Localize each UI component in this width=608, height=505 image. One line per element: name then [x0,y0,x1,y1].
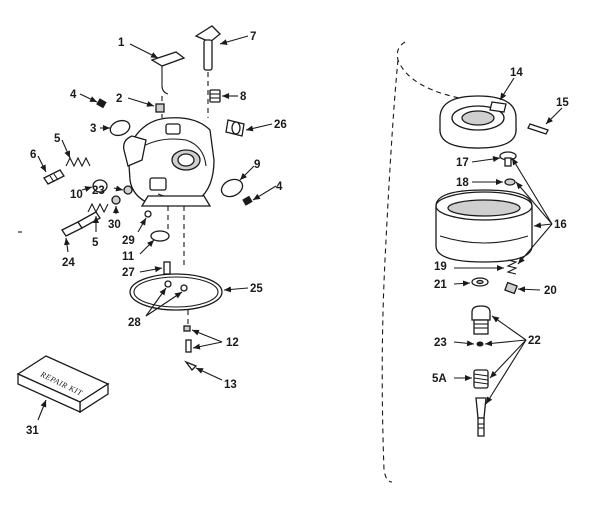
callout-23-right: 23 [434,337,447,349]
callout-5a: 5A [432,373,447,385]
callout-24: 24 [62,257,75,269]
callout-14: 14 [510,67,523,79]
callout-28: 28 [128,317,141,329]
part-30-fitting [111,195,121,205]
callout-6: 6 [30,149,36,161]
part-28-hole-a [164,280,172,288]
part-13-clip [184,360,198,371]
part-15-pin [527,123,549,135]
callout-29: 29 [122,235,135,247]
callout-2: 2 [116,93,122,105]
callout-4-top: 4 [70,89,77,101]
callout-27: 27 [122,267,135,279]
assembly-boundary [381,41,471,483]
callout-3: 3 [90,123,96,135]
callout-23-left: 23 [92,185,105,197]
callout-19: 19 [434,261,447,273]
callout-11: 11 [122,251,135,263]
part-12-pin-a [183,325,191,332]
callout-4-right: 4 [276,181,283,193]
part-23-ring [476,341,484,347]
part-5-spring-lower [87,202,109,214]
part-5-spring-upper [65,156,91,168]
part-25-gasket [129,273,223,311]
callout-12: 12 [226,337,239,349]
part-22-fitting [471,305,491,335]
callout-labels: 1 2 3 4 4 5 5 6 7 8 9 10 11 12 13 14 15 … [26,31,569,437]
callout-25: 25 [250,283,263,295]
carburetor-base [140,195,212,268]
repair-kit-box: REPAIR KIT [16,355,110,414]
callout-16: 16 [554,219,567,231]
callout-22: 22 [528,335,541,347]
part-26-fitting [225,119,245,137]
part-4-screw-right [242,195,253,206]
callout-8: 8 [240,91,247,103]
part-14-bowl-cover [439,95,517,149]
part-23-fitting [123,185,133,195]
callout-30: 30 [108,219,121,231]
callout-10: 10 [70,189,83,201]
callout-9: 9 [254,159,260,171]
part-27-pin [163,261,171,275]
callout-5-lower: 5 [92,237,99,249]
callout-17: 17 [456,157,469,169]
part-5a-spring [473,369,489,389]
callout-20: 20 [544,285,557,297]
callout-26: 26 [274,119,287,131]
part-19-spring [506,259,518,275]
callout-5-upper: 5 [54,133,61,145]
callout-21: 21 [434,279,447,291]
part-3-washer [109,119,131,137]
part-7-lever [194,25,221,118]
part-17-cap [499,151,517,167]
part-16-float-bowl [435,189,533,263]
callout-1: 1 [118,37,125,49]
part-11-disc [150,230,170,242]
leader-lines [37,35,563,421]
callout-31: 31 [26,425,39,437]
part-6-screw [43,169,65,185]
callout-15: 15 [556,97,569,109]
part-24-needle [61,211,101,237]
part-4-screw-top [96,98,107,109]
part-28-hole-b [180,284,188,292]
part-9-disc [220,178,244,198]
part-2-screw [155,103,165,113]
part-8-plug [209,89,221,103]
callout-7: 7 [250,31,256,43]
callout-18: 18 [456,177,469,189]
part-18-washer [504,178,516,186]
part-10-disc [92,179,108,193]
part-12-pin-b [185,339,192,353]
bowl-bottom-needle [475,397,487,437]
part-20-nut [504,281,518,295]
carburetor-body [123,117,215,207]
part-29-ball [144,210,152,218]
callout-13: 13 [224,379,237,391]
